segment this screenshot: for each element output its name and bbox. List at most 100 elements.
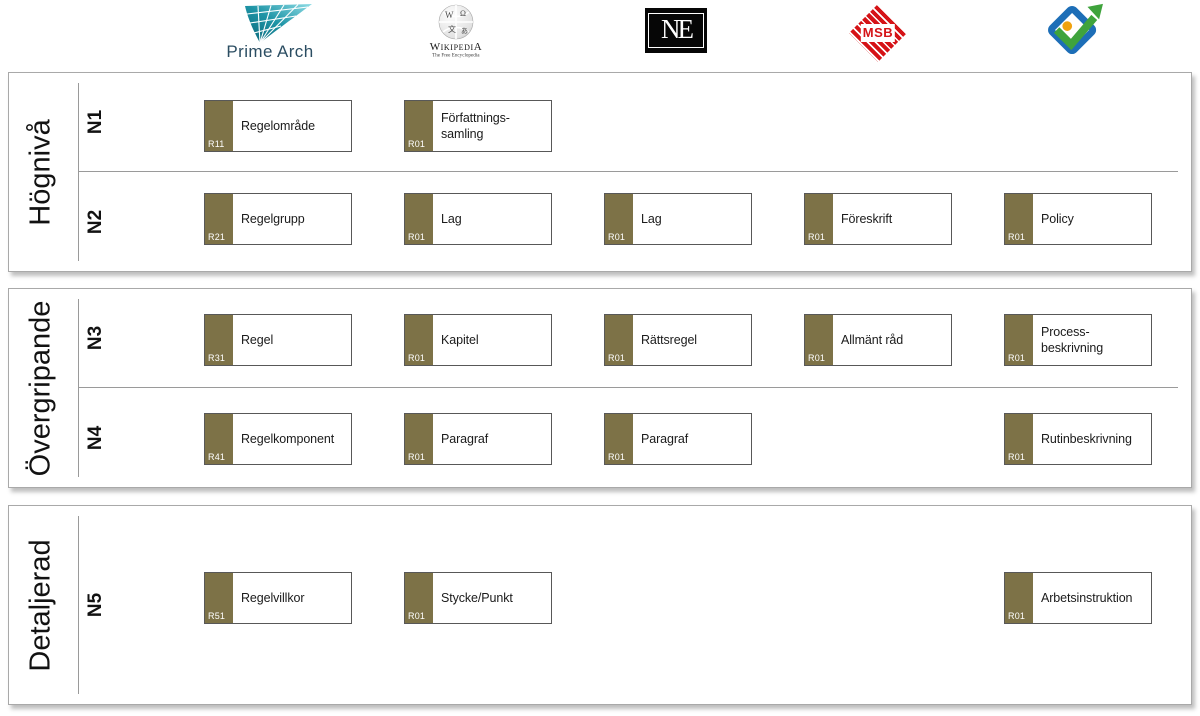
box-label: Regel xyxy=(241,332,274,347)
box-code: R31 xyxy=(208,353,226,363)
box-label: Föreskrift xyxy=(841,211,893,226)
concept-box: R01 Arbetsinstruktion xyxy=(1004,572,1152,624)
concept-box: R01 Policy xyxy=(1004,193,1152,245)
box-label: Arbetsinstruktion xyxy=(1041,590,1133,605)
concept-box: R21 Regelgrupp xyxy=(204,193,352,245)
concept-box: R01 Stycke/Punkt xyxy=(404,572,552,624)
concept-box: R01 Process-beskrivning xyxy=(1004,314,1152,366)
concept-box: R01 Paragraf xyxy=(404,413,552,465)
box-code: R51 xyxy=(208,611,226,621)
box-label: Rutinbeskrivning xyxy=(1041,431,1132,446)
section-detaljerad: Detaljerad N5 R51 Regelvillkor R01 Styck… xyxy=(8,505,1192,705)
box-code: R01 xyxy=(1008,611,1026,621)
prime-arch-wordmark: Prime Arch xyxy=(226,42,314,61)
row-divider xyxy=(78,171,1178,172)
row-n1: N1 R11 Regelområde R01 Författnings-saml… xyxy=(9,73,1191,171)
concept-box: R01 Rutinbeskrivning xyxy=(1004,413,1152,465)
code-tab: R31 xyxy=(205,315,233,365)
box-label: Regelkomponent xyxy=(241,431,335,446)
box-code: R01 xyxy=(808,353,826,363)
concept-box: R41 Regelkomponent xyxy=(204,413,352,465)
prime-arch-logo: Prime Arch xyxy=(210,2,330,62)
wikipedia-logo: W Ω 文 あ WikipediA The Free Encyclopedia xyxy=(413,4,499,59)
code-tab: R21 xyxy=(205,194,233,244)
wikipedia-tagline: The Free Encyclopedia xyxy=(432,53,480,59)
concept-box: R11 Regelområde xyxy=(204,100,352,152)
box-label: Regelgrupp xyxy=(241,211,305,226)
concept-box: R01 Rättsregel xyxy=(604,314,752,366)
level-label: N1 xyxy=(84,109,106,135)
row-n3: N3 R31 Regel R01 Kapitel R01 Rättsregel … xyxy=(9,289,1191,387)
row-n2: N2 R21 Regelgrupp R01 Lag R01 Lag R01 Fö… xyxy=(9,171,1191,273)
section-divider-vertical xyxy=(78,516,79,694)
code-tab: R11 xyxy=(205,101,233,151)
section-hognivaa: Högnivå N1 R11 Regelområde R01 Författni… xyxy=(8,72,1192,272)
concept-box: R01 Allmänt råd xyxy=(804,314,952,366)
box-label: Stycke/Punkt xyxy=(441,590,513,605)
row-divider xyxy=(78,387,1178,388)
svg-text:W: W xyxy=(445,10,454,20)
section-divider-vertical xyxy=(78,299,79,477)
code-tab: R01 xyxy=(1005,315,1033,365)
ne-wordmark: NE xyxy=(648,13,704,48)
box-label: Allmänt råd xyxy=(841,332,904,347)
row-n4: N4 R41 Regelkomponent R01 Paragraf R01 P… xyxy=(9,387,1191,489)
box-label: Regelområde xyxy=(241,118,315,133)
concept-box: R51 Regelvillkor xyxy=(204,572,352,624)
concept-box: R01 Lag xyxy=(404,193,552,245)
msb-wordmark-chip: MSB xyxy=(860,24,896,42)
code-tab: R01 xyxy=(805,315,833,365)
code-tab: R01 xyxy=(1005,414,1033,464)
code-tab: R01 xyxy=(605,414,633,464)
level-label: N3 xyxy=(84,325,106,351)
box-code: R01 xyxy=(408,353,426,363)
box-label: Process-beskrivning xyxy=(1041,324,1104,355)
wikipedia-globe-icon: W Ω 文 あ xyxy=(438,4,474,40)
level-label: N2 xyxy=(84,209,106,235)
ne-logo: NE xyxy=(645,8,707,53)
box-label: Regelvillkor xyxy=(241,590,305,605)
code-tab: R01 xyxy=(405,194,433,244)
box-code: R01 xyxy=(408,232,426,242)
level-label: N4 xyxy=(84,425,106,451)
row-n5: N5 R51 Regelvillkor R01 Stycke/Punkt R01… xyxy=(9,506,1191,704)
box-code: R01 xyxy=(1008,353,1026,363)
box-label: Paragraf xyxy=(441,431,489,446)
wikipedia-wordmark: WikipediA xyxy=(429,41,483,53)
code-tab: R01 xyxy=(405,315,433,365)
box-label: Rättsregel xyxy=(641,332,697,347)
svg-text:Ω: Ω xyxy=(460,9,466,18)
level-label: N5 xyxy=(84,592,106,618)
code-tab: R01 xyxy=(405,573,433,623)
code-tab: R01 xyxy=(1005,194,1033,244)
code-tab: R01 xyxy=(605,194,633,244)
box-code: R01 xyxy=(608,452,626,462)
code-tab: R01 xyxy=(405,101,433,151)
box-code: R01 xyxy=(608,232,626,242)
box-code: R01 xyxy=(608,353,626,363)
box-code: R21 xyxy=(208,232,226,242)
box-code: R11 xyxy=(208,139,225,149)
box-code: R01 xyxy=(408,139,426,149)
concept-box: R01 Författnings-samling xyxy=(404,100,552,152)
box-code: R01 xyxy=(408,611,426,621)
box-label: Kapitel xyxy=(441,332,479,347)
box-label: Författnings-samling xyxy=(441,110,510,141)
box-code: R01 xyxy=(1008,452,1026,462)
box-label: Lag xyxy=(641,211,662,226)
code-tab: R01 xyxy=(1005,573,1033,623)
box-code: R01 xyxy=(808,232,826,242)
box-label: Lag xyxy=(441,211,462,226)
box-code: R01 xyxy=(1008,232,1026,242)
svg-text:文: 文 xyxy=(448,24,456,34)
concept-box: R01 Lag xyxy=(604,193,752,245)
concept-box: R01 Föreskrift xyxy=(804,193,952,245)
diamond-arrow-logo xyxy=(1043,2,1105,58)
section-overgripande: Övergripande N3 R31 Regel R01 Kapitel R0… xyxy=(8,288,1192,488)
code-tab: R41 xyxy=(205,414,233,464)
concept-box: R01 Kapitel xyxy=(404,314,552,366)
code-tab: R01 xyxy=(605,315,633,365)
box-code: R01 xyxy=(408,452,426,462)
prime-arch-grid-icon xyxy=(245,4,312,44)
